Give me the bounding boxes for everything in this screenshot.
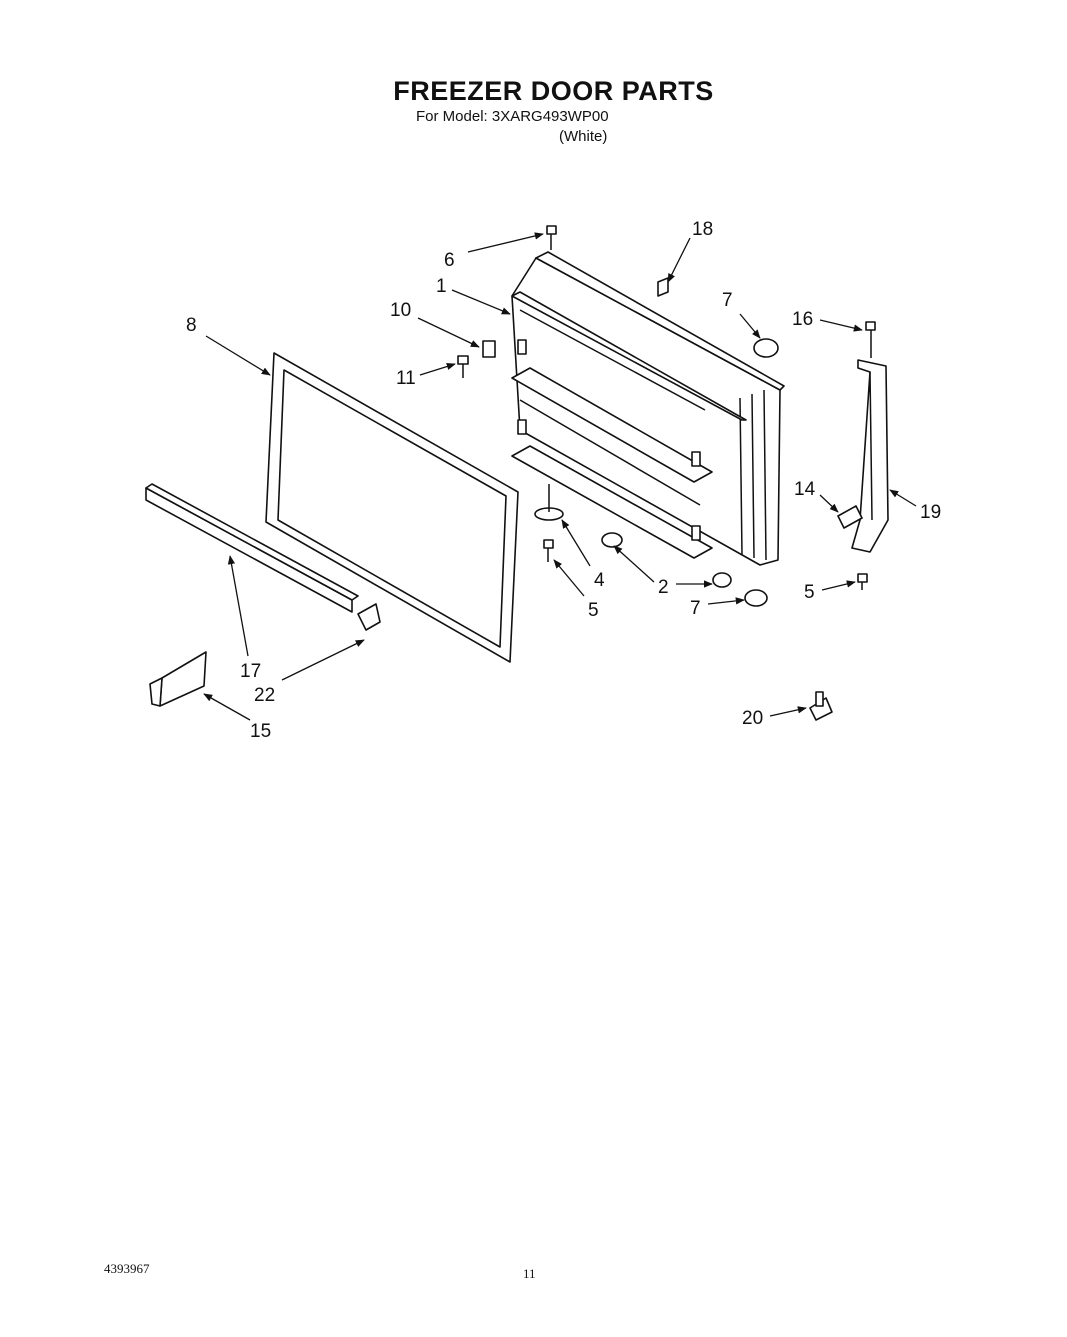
leader-15 [203,693,251,721]
callout-22: 22 [254,685,275,706]
leader-4 [561,519,591,567]
leader-19 [889,489,917,507]
callout-15: 15 [250,721,271,742]
leader-1 [451,289,511,315]
plug-part-7-top [753,338,779,358]
callout-1: 1 [436,276,447,297]
leader-5a [553,559,585,597]
screw-part-6 [546,225,557,250]
callout-4: 4 [594,570,605,591]
leader-7a [739,313,761,339]
callout-8: 8 [186,315,197,336]
callout-17: 17 [240,661,261,682]
bracket-part-20 [809,691,833,721]
leader-11 [419,362,456,376]
screw-part-11 [457,355,469,378]
callout-10: 10 [390,300,411,321]
leader-8 [205,335,271,376]
callout-7b: 7 [690,598,701,619]
callout-19: 19 [920,502,941,523]
leader-5b [821,580,856,591]
document-number: 4393967 [104,1261,150,1276]
nameplate-part-15 [149,651,207,707]
callout-14: 14 [794,479,816,500]
door-gasket-part-8 [265,352,519,663]
callout-16: 16 [792,309,813,330]
leader-10 [417,317,480,348]
leader-6 [467,232,544,253]
door-liner-part-1 [511,251,785,566]
model-number: For Model: 3XARG493WP00 [416,108,609,125]
page-number: 11 [523,1266,536,1281]
callout-5a: 5 [588,600,599,621]
leader-22 [281,639,365,681]
callout-20: 20 [742,708,763,729]
leader-18 [667,237,691,283]
leader-7b [707,597,745,605]
shim-part-14 [837,505,863,529]
leader-2a [613,545,655,583]
callout-11: 11 [396,368,416,389]
leader-16 [819,319,863,332]
leader-17 [227,555,249,657]
stop-part-2-b [712,572,732,588]
plug-part-7-bottom [744,589,768,607]
model-color: (White) [559,128,608,145]
label-plate-part-18 [657,277,669,297]
page-title: FREEZER DOOR PARTS [393,76,714,106]
callout-5b: 5 [804,582,815,603]
bushing-part-4 [534,484,564,521]
screw-part-5-right [857,573,868,590]
trim-strip-part-17 [145,483,359,613]
hinge-part-19 [851,321,889,553]
spacer-part-10 [482,340,496,358]
callout-18: 18 [692,219,713,240]
leader-20 [769,706,807,717]
screw-part-5-left [543,539,554,562]
callout-2: 2 [658,577,669,598]
callout-7a: 7 [722,290,733,311]
stop-part-2-a [601,532,623,548]
trim-end-cap-part-22 [357,603,381,631]
callout-6: 6 [444,250,455,271]
leader-14 [819,494,839,513]
